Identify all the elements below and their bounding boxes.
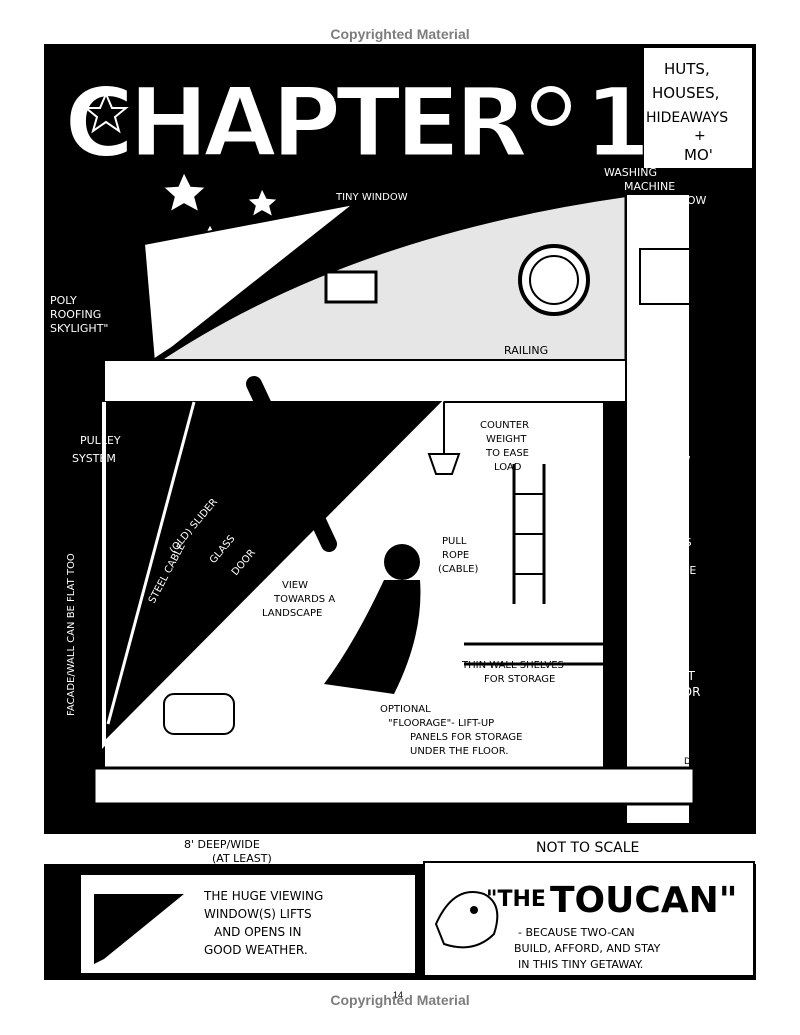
label-pull-rope-2: ROPE (442, 550, 469, 561)
label-not-to-scale: NOT TO SCALE (536, 840, 639, 856)
label-dim-1: 12' TO 14' (124, 824, 180, 837)
label-easy-4: AND (650, 522, 674, 535)
label-easy-8: SPACE. (650, 578, 688, 591)
label-easy-7: STORAGE (644, 564, 696, 577)
subtitle-line-3: HIDEAWAYS (646, 110, 728, 126)
subtitle-line-1: HUTS, (664, 60, 710, 78)
inset-line-4: GOOD WEATHER. (204, 943, 308, 957)
star-icon (161, 170, 208, 214)
steel-cable (106, 401, 196, 725)
label-easy-5: CREATES (642, 536, 692, 549)
label-tiny-window: TINY WINDOW (335, 192, 408, 203)
chapter-banner: CHAPTER 1 (63, 66, 653, 181)
inset-line-3: AND OPENS IN (214, 925, 301, 939)
subtitle-line-4: + (694, 128, 706, 144)
label-pull-rope-3: (CABLE) (438, 564, 478, 575)
person-head (384, 544, 420, 580)
toucan-box (423, 861, 755, 977)
inset-window-icon (94, 894, 184, 964)
copyright-top: Copyrighted Material (330, 26, 470, 42)
label-counter-2: WEIGHT (486, 434, 527, 445)
roof-line (152, 191, 627, 365)
label-poly-roofing-1: POLY (50, 294, 77, 307)
label-pulley-2: SYSTEM (72, 452, 116, 465)
label-front-door-1: FRONT (654, 669, 696, 683)
chapter-number: 1 (584, 67, 651, 179)
label-easy-1: EASY (644, 480, 672, 493)
subtitle-line-5: MO' (684, 146, 713, 164)
ottoman (163, 693, 235, 735)
label-easy-6: SHELF/ (644, 550, 683, 563)
label-counter-1: COUNTER (480, 420, 529, 431)
label-washing-3: WINDOW (656, 194, 706, 207)
ground (44, 834, 756, 864)
label-headspace-2: HEADSPACE OR MORE (404, 170, 515, 181)
label-facade: FACADE/WALL CAN BE FLAT TOO (66, 553, 77, 716)
label-poly-roofing-2: ROOFING (50, 308, 101, 321)
star-icon (83, 91, 129, 134)
chapter-dot-inner (537, 92, 565, 120)
star-icon (245, 186, 280, 219)
label-dim-3: (AT LEAST) (212, 852, 272, 865)
label-exterior-2: BOXED (640, 438, 678, 451)
label-shelves-2: FOR STORAGE (484, 674, 555, 685)
label-floorage-4: UNDER THE FLOOR. (410, 746, 509, 757)
label-counter-4: LOAD (494, 462, 522, 473)
skylight-panel (142, 203, 355, 364)
label-view-3: LANDSCAPE (262, 608, 322, 619)
chapter-title: CHAPTER (64, 67, 527, 179)
label-view-2: TOWARDS A (273, 594, 335, 605)
label-front-door-2: DOOR (664, 685, 700, 699)
toucan-title-2: TOUCAN" (550, 880, 738, 921)
label-counter-3: TO EASE (485, 448, 529, 459)
external-brace (246, 376, 337, 552)
signature: DEEK '11 (684, 757, 725, 767)
label-poly-roofing-3: SKYLIGHT" (50, 322, 108, 335)
subtitle-box (644, 48, 752, 168)
label-exterior-1: EXTERIOR (634, 422, 690, 435)
label-washing-1: WASHING (604, 166, 657, 179)
label-railing: RAILING (504, 344, 548, 357)
toucan-caption-1: - BECAUSE TWO-CAN (518, 926, 635, 939)
label-floorage-2: "FLOORAGE"- LIFT-UP (388, 718, 494, 729)
label-headspace-1: 5' OF (404, 156, 430, 167)
inset-note: THE HUGE VIEWING WINDOW(S) LIFTS AND OPE… (203, 889, 323, 957)
inset-line-1: THE HUGE VIEWING (203, 889, 323, 903)
inset-line-2: WINDOW(S) LIFTS (204, 907, 312, 921)
label-ladder: LADDER (606, 503, 617, 544)
callouts: POLY ROOFING SKYLIGHT" PULLEY SYSTEM EXT… (50, 294, 700, 716)
toucan-icon (434, 891, 499, 949)
illustration: CHAPTER 1 HUTS, HOUSES, HIDEAWAYS + MO' (44, 44, 756, 980)
label-pulley-1: PULLEY (80, 434, 121, 447)
counter-weight (427, 453, 461, 475)
tiny-window (324, 270, 378, 304)
label-floorage-3: PANELS FOR STORAGE (410, 732, 522, 743)
boxed-window (639, 248, 691, 305)
label-pull-rope-1: PULL (442, 536, 467, 547)
label-view-1: VIEW (282, 580, 308, 591)
person-body (324, 580, 421, 694)
subtitle-line-2: HOUSES, (652, 84, 719, 102)
label-dim-2: 8' DEEP/WIDE (184, 838, 260, 851)
toucan-caption-2: BUILD, AFFORD, AND STAY (514, 942, 661, 955)
label-shelves-1: THIN WALL SHELVES (461, 660, 564, 671)
house-drawing (44, 191, 756, 864)
toucan-caption-3: IN THIS TINY GETAWAY. (518, 958, 643, 971)
copyright-bottom: Copyrighted Material (330, 992, 470, 1008)
loft-floor (103, 359, 627, 403)
label-washing-2: MACHINE (624, 180, 675, 193)
label-exterior-3: WINDOW (640, 454, 690, 467)
page-number: 14 (393, 990, 404, 1000)
toucan-title-1: "THE (486, 887, 546, 912)
label-easy-2: TO (653, 496, 668, 507)
label-floorage-1: OPTIONAL (380, 704, 431, 715)
subtitle: HUTS, HOUSES, HIDEAWAYS + MO' (646, 60, 728, 164)
floor-platform (92, 766, 696, 806)
toucan-bird (434, 891, 499, 949)
label-easy-3: INSTALL (644, 508, 689, 521)
